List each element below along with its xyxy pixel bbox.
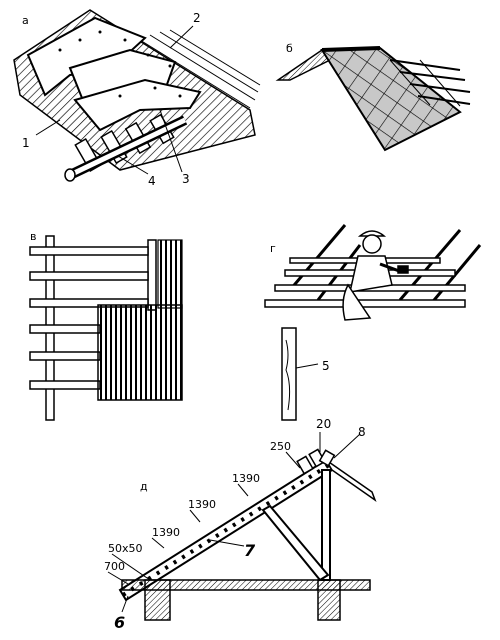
- panel-d-left-wall: [144, 579, 171, 621]
- panel-g-worker: [342, 230, 409, 321]
- panel-a-shingle-roof: а 1 2 3 4: [13, 9, 261, 188]
- panel-a-callout-4: 4: [148, 174, 156, 188]
- panel-a-nail-dots: [58, 30, 182, 98]
- panel-d-dim-1390-low: 1390: [152, 526, 180, 539]
- panel-v-rafter-right: [147, 239, 157, 311]
- panel-g-callout-5: 5: [322, 359, 330, 373]
- panel-a-callout-2: 2: [193, 11, 201, 25]
- panel-a-rafter-log: [64, 115, 188, 182]
- panel-d-roof-section: 250 1390 1390 1390 50x50 700 20 8 7 6 д: [104, 417, 377, 632]
- panel-d-callout-7: 7: [244, 541, 256, 560]
- panel-b-tile-roof: б: [275, 42, 471, 152]
- panel-d-dim-50x50: 50x50: [108, 542, 143, 555]
- panel-d-dim-250: 250: [270, 440, 291, 453]
- panel-v-letter: в: [30, 230, 36, 243]
- panel-d-callout-8: 8: [358, 425, 366, 439]
- panel-a-leaders: [35, 25, 194, 175]
- panel-b-letter: б: [286, 42, 293, 55]
- panel-d-callout-6: 6: [114, 613, 125, 632]
- panel-d-dim-700: 700: [104, 560, 125, 573]
- panel-v-boards-lower: [97, 304, 183, 401]
- panel-d-right-slope: [325, 459, 377, 502]
- panel-v-boards-upper: [157, 239, 183, 309]
- panel-g-letter: г: [270, 242, 276, 255]
- panel-g-leader-5: [295, 363, 319, 369]
- panel-g-worker-install: г 5: [264, 224, 482, 421]
- panel-d-leaders: [107, 432, 361, 613]
- panel-d-dim-1390-top: 1390: [232, 472, 260, 485]
- panel-d-ceiling-beam: [121, 579, 371, 591]
- panel-a-letter: а: [22, 14, 29, 27]
- panel-d-letter: д: [140, 480, 148, 493]
- panel-v-sheathing: в: [29, 230, 183, 421]
- panel-a-callout-3: 3: [182, 172, 190, 186]
- panel-d-right-wall: [317, 579, 341, 621]
- panel-v-battens: [29, 246, 149, 390]
- panel-d-callout-20: 20: [316, 417, 331, 431]
- panel-b-ridge: [321, 46, 381, 52]
- panel-b-exposed-rafters: [389, 59, 471, 107]
- panel-d-ridge-cap: [296, 448, 336, 475]
- panel-a-callout-1: 1: [22, 136, 30, 150]
- panel-d-dim-1390-mid: 1390: [188, 498, 216, 511]
- panel-a-lower-sheet: [73, 78, 202, 132]
- panel-g-loose-board: [281, 327, 297, 421]
